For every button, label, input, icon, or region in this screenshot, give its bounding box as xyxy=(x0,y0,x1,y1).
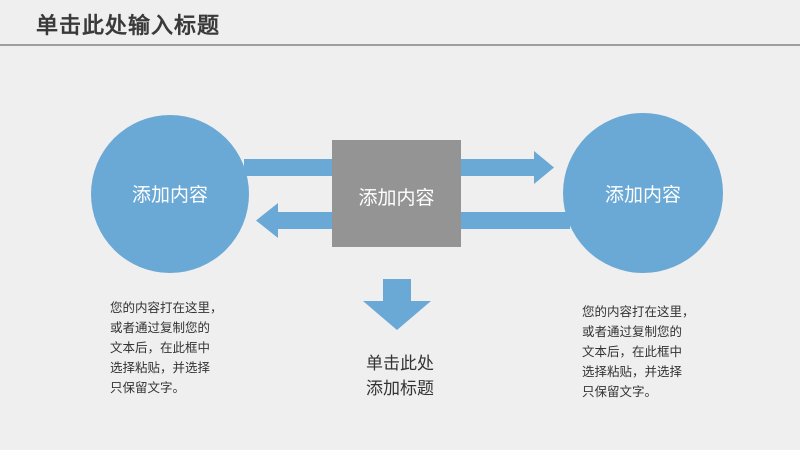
center-caption[interactable]: 单击此处 添加标题 xyxy=(366,354,434,399)
right-circle-label: 添加内容 xyxy=(604,184,681,206)
title-divider xyxy=(0,44,800,46)
left-body-text[interactable]: 您的内容打在这里， 或者通过复制您的 文本后，在此框中 选择粘贴，并选择 只保留… xyxy=(110,300,223,395)
arrow-down xyxy=(363,279,431,330)
right-circle-node[interactable] xyxy=(563,113,723,273)
center-box-node[interactable] xyxy=(332,140,461,247)
left-circle-node[interactable] xyxy=(91,115,249,273)
slide-title[interactable]: 单击此处输入标题 xyxy=(36,14,221,39)
left-circle-label: 添加内容 xyxy=(131,184,208,206)
center-box-label: 添加内容 xyxy=(358,187,435,209)
right-body-text[interactable]: 您的内容打在这里， 或者通过复制您的 文本后，在此框中 选择粘贴，并选择 只保留… xyxy=(582,304,695,399)
